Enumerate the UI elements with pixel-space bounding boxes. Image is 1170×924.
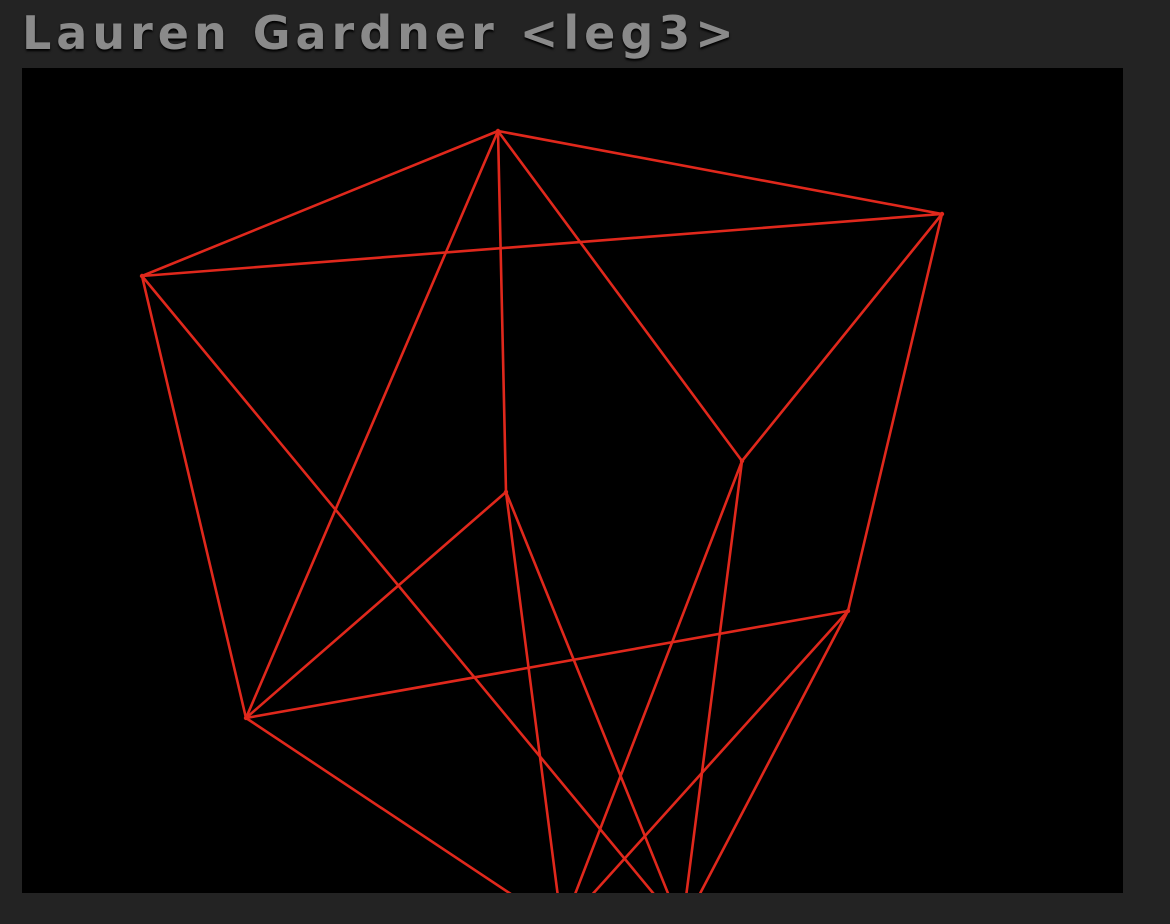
wire-edge-v6-v9 (591, 609, 850, 893)
wire-edge-v1-v2 (140, 129, 500, 278)
wire-edge-v1-v4 (496, 129, 508, 494)
wire-edge-v4-v8 (504, 490, 670, 893)
wire-vertex-v7 (739, 458, 745, 464)
wire-edge-v1-v5 (244, 129, 500, 720)
wire-edge-v4-v9 (504, 490, 559, 893)
wire-edge-v2-v3 (140, 212, 944, 278)
wire-edge-v1-v7 (496, 129, 744, 463)
wire-edge-v7-v9 (574, 459, 744, 893)
wire-edge-v2-v5 (140, 274, 248, 720)
wire-vertex-v4 (503, 489, 509, 495)
canvas-background (22, 68, 1123, 893)
wire-edge-v6-v8 (698, 609, 850, 893)
wire-edge-v4-v5 (244, 490, 508, 720)
wire-vertex-v6 (845, 608, 851, 614)
wire-edge-v2-v8 (140, 274, 655, 893)
wire-vertex-v2 (139, 273, 145, 279)
wire-edge-v5-v9 (244, 716, 512, 893)
wire-edge-v1-v3 (496, 129, 944, 216)
render-viewport[interactable] (22, 68, 1123, 893)
wire-edge-v5-v6 (244, 609, 850, 720)
wire-vertex-v1 (495, 128, 501, 134)
wire-vertex-v5 (243, 715, 249, 721)
window-title: Lauren Gardner <leg3> (22, 6, 739, 60)
wire-edge-v3-v6 (846, 212, 944, 613)
wire-vertex-v3 (939, 211, 945, 217)
wire-edge-v3-v7 (740, 212, 944, 463)
wire-edge-v7-v8 (685, 459, 744, 893)
wireframe-canvas[interactable] (22, 68, 1123, 893)
